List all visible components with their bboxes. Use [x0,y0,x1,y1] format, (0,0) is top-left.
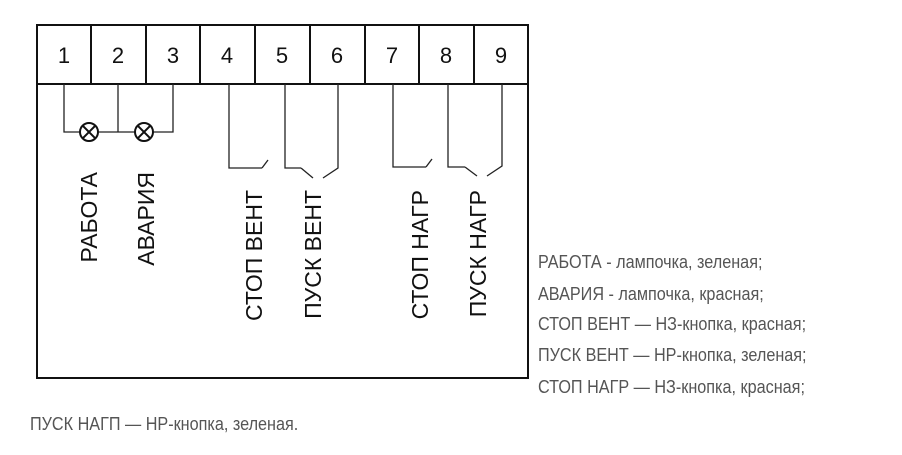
legend-item-stop-nagr: СТОП НАГР — НЗ-кнопка, красная; [538,377,805,397]
legend-item-stop-vent: СТОП ВЕНТ — НЗ-кнопка, красная; [538,314,807,334]
lamp-avariya-symbol [134,122,154,142]
vent-buttons-wiring [228,84,339,179]
label-stop-vent: СТОП ВЕНТ [241,190,267,321]
label-avariya: АВАРИЯ [133,172,159,266]
label-pusk-nagr: ПУСК НАГР [465,190,491,317]
label-rabota: РАБОТА [76,171,102,262]
terminal-dividers [90,25,475,84]
label-pusk-vent: ПУСК ВЕНТ [300,190,326,319]
legend-item-pusk-vent: ПУСК ВЕНТ — НР-кнопка, зеленая; [538,345,807,365]
lamp-wiring [63,84,174,133]
legend-item-rabota: РАБОТА - лампочка, зеленая; [538,252,763,272]
terminal-9: 9 [495,43,507,68]
enclosure [36,24,529,379]
terminal-2: 2 [112,43,124,68]
terminal-1: 1 [58,43,70,68]
terminal-5: 5 [276,43,288,68]
terminal-8: 8 [440,43,452,68]
terminal-6: 6 [331,43,343,68]
label-stop-nagr: СТОП НАГР [407,190,433,319]
lamp-rabota-symbol [79,122,99,142]
terminal-4: 4 [221,43,233,68]
legend-item-avariya: АВАРИЯ - лампочка, красная; [538,284,764,304]
terminal-7: 7 [386,43,398,68]
heater-buttons-wiring [392,84,503,177]
legend-item-pusk-nagr: ПУСК НАГП — НР-кнопка, зеленая. [30,414,299,434]
terminal-3: 3 [167,43,179,68]
